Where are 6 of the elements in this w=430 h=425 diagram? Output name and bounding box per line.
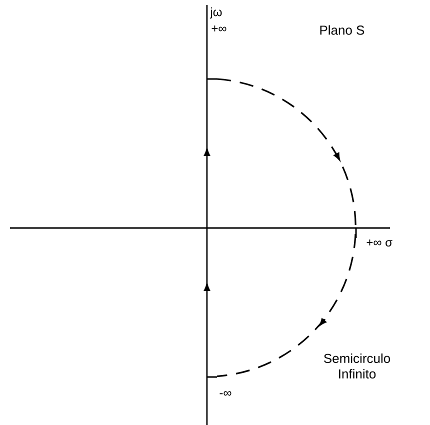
axis-label: Plano S: [320, 25, 364, 35]
axis-label: -∞: [220, 391, 232, 396]
axis-label: Semicirculo Infinito: [324, 353, 390, 379]
axis-label: jω: [210, 7, 222, 19]
axis-label: +∞ σ: [366, 239, 392, 246]
axis-label: +∞: [212, 26, 226, 32]
